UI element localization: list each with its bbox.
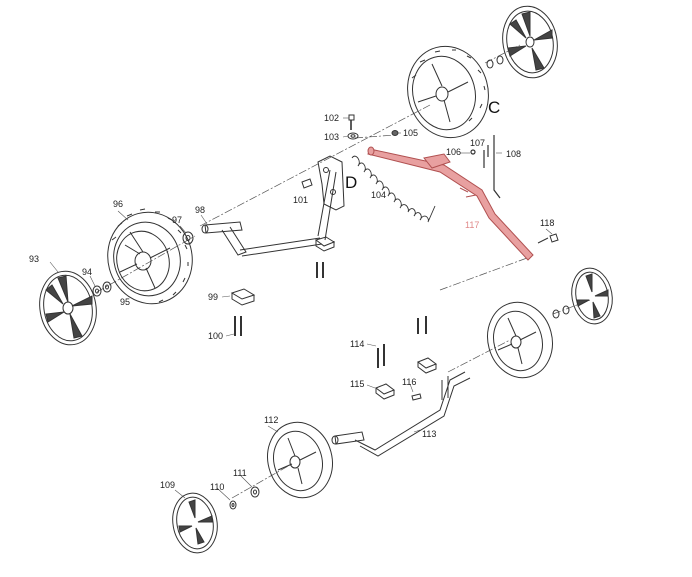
callout-96: 96 [113, 199, 123, 209]
callout-117: 117 [465, 220, 479, 230]
callout-97: 97 [172, 215, 182, 225]
callout-115: 115 [350, 379, 364, 389]
callout-99: 99 [208, 292, 218, 302]
wheel-112 [267, 421, 333, 499]
wheel-rear-right [407, 45, 489, 139]
callout-108: 108 [506, 149, 521, 159]
hubcap-109 [172, 486, 260, 554]
hubcap-mid-right [552, 267, 613, 325]
callout-111: 111 [233, 468, 247, 478]
callout-112: 112 [264, 415, 278, 425]
alignment-lines [96, 44, 591, 499]
callout-105: 105 [403, 128, 418, 138]
callout-95: 95 [120, 297, 130, 307]
callout-101: 101 [293, 195, 308, 205]
hubcap-93 [39, 270, 97, 346]
callout-113: 113 [422, 429, 436, 439]
section-label-c: C [488, 98, 500, 117]
mount-99 [230, 236, 336, 336]
callout-109: 109 [160, 480, 175, 490]
callout-107: 107 [470, 138, 485, 148]
wheel-96 [107, 208, 193, 305]
washers-left [92, 231, 194, 297]
callout-100: 100 [208, 331, 223, 341]
rod-108 [470, 135, 501, 199]
lever-117-highlighted [367, 146, 534, 261]
leader-lines [49, 117, 553, 501]
spring-104 [351, 155, 436, 223]
callout-93: 93 [29, 254, 39, 264]
callout-106: 106 [446, 147, 461, 157]
callout-94: 94 [82, 267, 92, 277]
wheel-mid-right [487, 301, 553, 379]
hubcap-rear-right [486, 5, 558, 79]
mounts-114-116 [374, 316, 438, 401]
callout-labels: 93 94 95 96 97 98 99 100 101 102 103 104… [29, 98, 554, 492]
section-label-d: D [345, 173, 357, 192]
callout-102: 102 [324, 113, 339, 123]
callout-104: 104 [371, 190, 386, 200]
callout-110: 110 [210, 482, 224, 492]
callout-98: 98 [195, 205, 205, 215]
callout-116: 116 [402, 377, 416, 387]
axle-113 [331, 371, 471, 457]
callout-114: 114 [350, 339, 364, 349]
bracket-101 [301, 155, 345, 211]
callout-118: 118 [540, 218, 554, 228]
callout-103: 103 [324, 132, 339, 142]
